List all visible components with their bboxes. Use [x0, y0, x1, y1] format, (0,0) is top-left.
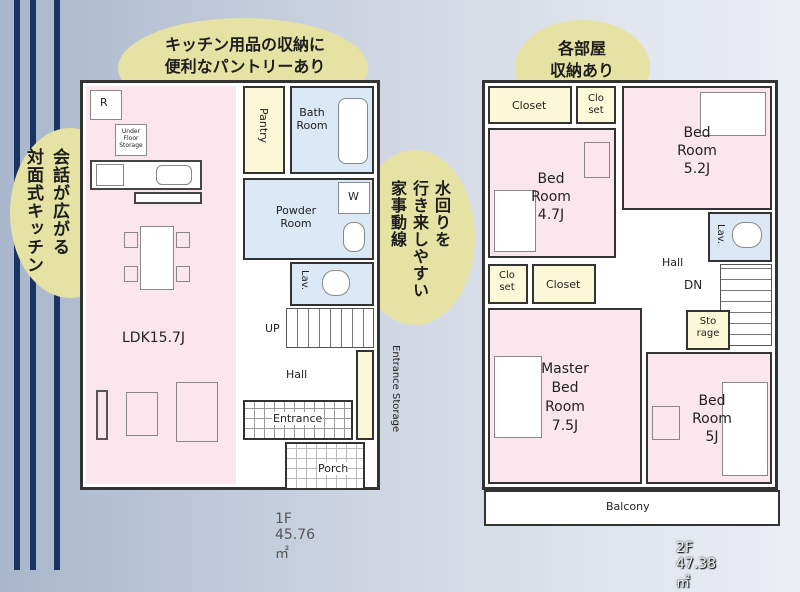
pantry	[243, 86, 285, 174]
label-powder: Powder Room	[275, 204, 317, 231]
label-hall-1f: Hall	[286, 368, 308, 381]
toilet-1f	[322, 270, 350, 296]
stairs-1f	[286, 308, 374, 348]
chair-4	[176, 266, 190, 282]
chair-1	[124, 232, 138, 248]
chair-2	[124, 266, 138, 282]
label-bed-5: Bed Room 5J	[692, 393, 732, 445]
label-dn: DN	[684, 278, 703, 292]
island-counter	[134, 192, 202, 204]
label-closet-top: Closet	[512, 99, 547, 112]
label-pantry: Pantry	[257, 108, 271, 144]
callout-water-line3: 家事動線	[388, 180, 407, 248]
callout-water-line2: 行き来しやすい	[410, 180, 429, 299]
label-closet-mid-small: Clo set	[499, 270, 515, 293]
label-hall-2f: Hall	[662, 256, 684, 269]
label-entrance: Entrance	[272, 412, 324, 426]
callout-face-line1: 会話が広がる	[49, 148, 69, 256]
callout-kitchen-line1: キッチン用品の収納に	[164, 35, 325, 54]
label-closet-small-top: Clo set	[588, 93, 604, 116]
bed-52	[700, 92, 766, 136]
label-storage: Sto rage	[696, 316, 720, 339]
bathtub	[338, 98, 368, 164]
label-entrance-storage: Entrance Storage	[390, 345, 401, 433]
label-porch: Porch	[318, 462, 349, 476]
closet-small-top	[576, 86, 616, 124]
label-closet-mid: Closet	[546, 278, 581, 291]
label-up: UP	[265, 322, 280, 335]
coffee-table	[126, 392, 158, 436]
porch	[285, 442, 365, 490]
label-washer: W	[348, 190, 359, 203]
label-under-floor: Under Floor Storage	[119, 128, 143, 150]
callout-face-kitchen: 会話が広がる 対面式キッチン	[20, 148, 72, 288]
under-floor-box	[115, 124, 147, 156]
kitchen-sink-icon	[156, 165, 192, 185]
storage-2f	[686, 310, 730, 350]
label-bath: Bath Room	[296, 106, 328, 133]
stove-icon	[96, 164, 124, 186]
toilet-2f	[732, 222, 762, 248]
stairs-2f	[720, 264, 772, 346]
label-lav-1f: Lav.	[299, 270, 310, 291]
bed-47	[494, 190, 536, 252]
desk-5	[652, 406, 680, 440]
closet-mid-small	[488, 264, 528, 304]
label-balcony: Balcony	[606, 500, 650, 513]
label-fridge: R	[100, 96, 108, 109]
closet-mid	[532, 264, 596, 304]
callout-each-room-line2: 収納あり	[549, 61, 614, 80]
callout-water-line1: 水回りを	[432, 180, 451, 248]
sofa	[176, 382, 218, 442]
fridge-box	[90, 90, 122, 120]
callout-kitchen-line2: 便利なパントリーあり	[164, 57, 326, 76]
entrance-storage-box	[356, 350, 374, 440]
floor2-area: 2F 47.38㎡	[676, 540, 717, 591]
balcony	[484, 490, 780, 526]
callout-each-room-line1: 各部屋	[557, 39, 606, 58]
dining-table	[140, 226, 174, 290]
label-ldk: LDK15.7J	[122, 330, 186, 346]
callout-each-room: 各部屋 収納あり	[537, 38, 627, 82]
desk-47	[584, 142, 610, 178]
hall-2f	[618, 212, 718, 302]
label-bed-47: Bed Room 4.7J	[531, 171, 571, 223]
label-lav-2f: Lav.	[715, 224, 726, 245]
label-master: Master Bed Room 7.5J	[541, 361, 589, 434]
callout-face-line2: 対面式キッチン	[23, 148, 43, 274]
closet-top	[488, 86, 572, 124]
tv-stand	[96, 390, 108, 440]
washer-box	[338, 182, 370, 214]
left-stripe-1	[14, 0, 20, 570]
label-bed-52: Bed Room 5.2J	[677, 125, 717, 177]
hall-1f	[243, 350, 353, 398]
bed-master	[494, 356, 542, 438]
left-stripe-2	[30, 0, 36, 570]
bed-5	[722, 382, 768, 476]
sink-powder	[343, 222, 365, 252]
callout-water-flow: 水回りを 行き来しやすい 家事動線	[386, 180, 452, 330]
chair-3	[176, 232, 190, 248]
callout-kitchen-storage: キッチン用品の収納に 便利なパントリーあり	[150, 34, 340, 78]
floor1-area: 1F 45.76㎡	[275, 511, 316, 562]
